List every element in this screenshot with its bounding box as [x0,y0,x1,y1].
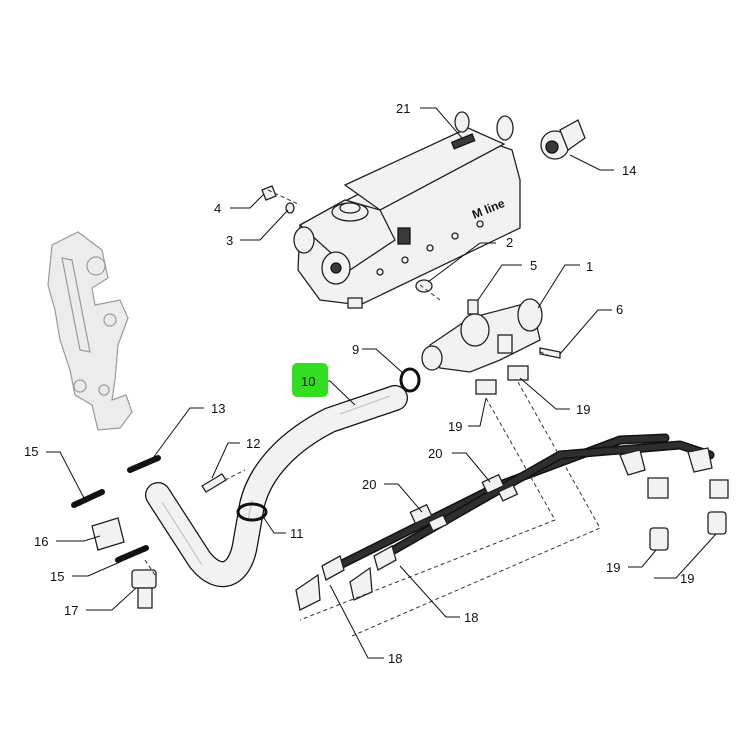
fitting-part-19-lower-left [649,527,669,551]
pump-head-assembly: M line [293,111,521,309]
alignment-guides [144,189,601,637]
callout-20-lower[interactable]: 20 [362,477,376,492]
leader-lines [46,107,717,659]
clamp-part-9 [399,367,421,393]
fitting-part-19-upper-right [507,365,529,381]
callout-6[interactable]: 6 [616,302,623,317]
callout-11[interactable]: 11 [290,526,304,541]
suction-hose-part-10 [145,385,408,588]
plug-part-14 [540,119,586,160]
ghost-mounting-bracket [47,231,133,431]
callout-19-lower-right[interactable]: 19 [680,571,694,586]
callout-21[interactable]: 21 [396,101,410,116]
callout-20-upper[interactable]: 20 [428,446,442,461]
high-pressure-hose-assembly [295,433,729,611]
spring-part-15-lower [115,545,149,563]
fitting-part-17 [131,569,157,609]
callout-15-upper[interactable]: 15 [24,444,38,459]
filter-part-16 [91,517,125,551]
callout-19-upper-left[interactable]: 19 [448,419,462,434]
callout-2[interactable]: 2 [506,235,513,250]
callout-19-upper-right[interactable]: 19 [576,402,590,417]
callout-3[interactable]: 3 [226,233,233,248]
fitting-part-19-upper-left [475,379,497,395]
callout-4[interactable]: 4 [214,201,221,216]
spacer-part-2 [415,279,433,293]
callout-15-lower[interactable]: 15 [50,569,64,584]
callout-10[interactable]: 10 [301,374,315,389]
callout-12[interactable]: 12 [246,436,260,451]
callout-13[interactable]: 13 [211,401,225,416]
callout-labels: 21 14 4 3 2 5 1 6 9 10 13 19 19 15 12 20… [24,101,694,666]
callout-18-upper[interactable]: 18 [464,610,478,625]
pump-bolt-row [376,220,484,276]
spring-part-15-upper [71,489,105,508]
fitting-part-19-lower-right [707,511,727,535]
callout-16[interactable]: 16 [34,534,48,549]
callout-5[interactable]: 5 [530,258,537,273]
callout-14[interactable]: 14 [622,163,636,178]
spring-part-13 [127,455,161,473]
callout-19-lower-left[interactable]: 19 [606,560,620,575]
callout-9[interactable]: 9 [352,342,359,357]
screw-part-12 [201,473,227,493]
screw-part-4 [261,185,277,201]
callout-1[interactable]: 1 [586,259,593,274]
callout-highlight [292,363,328,397]
clamp-part-11 [236,502,268,522]
manifold-part-1 [421,298,543,373]
callout-17[interactable]: 17 [64,603,78,618]
callout-18-lower[interactable]: 18 [388,651,402,666]
